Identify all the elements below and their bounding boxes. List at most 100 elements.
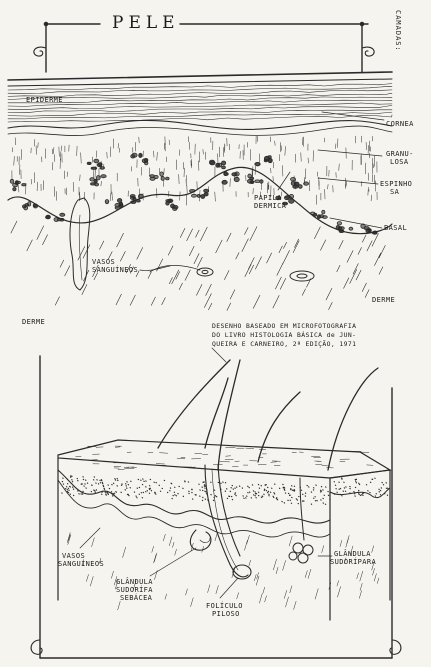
- basal-cell: [365, 228, 372, 234]
- basal-cell: [32, 203, 38, 208]
- basal-cell: [23, 205, 29, 211]
- basal-cell: [117, 198, 123, 203]
- label-foliculo-1: FOLÍCULO: [206, 602, 243, 610]
- basal-cell: [249, 180, 255, 185]
- label-derme-right: DERME: [372, 296, 396, 304]
- label-gland-sebacea-3: SEBÁCEA: [120, 594, 153, 602]
- basal-cell: [247, 173, 252, 179]
- caption-line-2: DO LIVRO HISTOLOGIA BÁSICA de JUN-: [212, 331, 357, 339]
- basal-cell: [104, 199, 110, 205]
- bottom-leader-lines: [79, 347, 333, 599]
- basal-cell: [114, 206, 121, 210]
- basal-cell: [288, 198, 295, 204]
- basal-cell: [373, 230, 378, 235]
- basal-cell: [159, 171, 164, 177]
- basal-cell-clusters: [9, 152, 378, 235]
- basal-cell: [9, 178, 15, 184]
- bottom-frame: [30, 355, 402, 659]
- basal-cell: [294, 181, 300, 187]
- label-espinhosa-1: ESPINHO: [380, 180, 413, 188]
- top-leader-lines: [139, 111, 385, 271]
- basal-cell: [338, 229, 345, 233]
- basal-cell: [15, 180, 21, 185]
- basal-cell: [217, 162, 222, 168]
- basal-cell: [172, 204, 179, 210]
- basal-cell: [290, 177, 296, 182]
- basal-cell: [21, 183, 27, 187]
- basal-cell: [254, 179, 261, 183]
- basal-cell: [160, 175, 165, 181]
- label-derme-left: DERME: [22, 318, 46, 326]
- basal-cell: [254, 162, 261, 167]
- basal-cell: [310, 211, 316, 215]
- basal-cell: [100, 174, 107, 179]
- basal-cell: [59, 217, 65, 222]
- basal-cell: [165, 176, 170, 181]
- basal-cell: [45, 214, 51, 220]
- basal-cell: [285, 195, 291, 199]
- label-gland-sudoripara-2: SUDORÍPARA: [330, 558, 377, 566]
- basal-cell: [97, 162, 103, 167]
- basal-cell: [259, 179, 264, 184]
- basal-cell: [190, 193, 197, 198]
- basal-cell: [130, 196, 136, 200]
- basal-cell: [316, 214, 322, 220]
- basal-cell: [149, 174, 155, 178]
- label-granulosa-2: LOSA: [390, 158, 409, 166]
- caption-line-1: DESENHO BASEADO EM MICROFOTOGRAFIA: [212, 322, 357, 330]
- basal-cell: [200, 194, 206, 199]
- basal-cell: [144, 160, 149, 166]
- basal-cell: [165, 199, 172, 203]
- layers-heading: CAMADAS:: [394, 10, 402, 52]
- basal-cell: [90, 182, 96, 186]
- basal-cell: [203, 188, 210, 193]
- basal-cell: [209, 159, 215, 164]
- label-gland-sudoripara-1: GLÂNDULA: [334, 550, 371, 558]
- sweat-gland: [288, 477, 314, 564]
- basal-cell: [297, 184, 303, 189]
- basal-cell: [203, 191, 209, 197]
- top-blood-vessels: [69, 197, 315, 291]
- label-vasos-top-2: SANGUÍNEOS: [92, 266, 139, 274]
- basal-cell: [336, 221, 342, 226]
- hair-follicle: [189, 464, 252, 580]
- basal-cell: [86, 161, 92, 165]
- label-granulosa-1: GRANU-: [386, 150, 414, 158]
- basal-cell: [221, 160, 227, 166]
- basal-cell: [136, 199, 141, 203]
- basal-cell: [93, 158, 100, 164]
- basal-cell: [337, 226, 343, 230]
- basal-cell: [96, 175, 101, 181]
- basal-cell: [223, 171, 228, 177]
- basal-cell: [231, 172, 238, 177]
- basal-cell: [59, 212, 66, 217]
- basal-cell: [263, 158, 268, 163]
- basal-cell: [12, 182, 19, 188]
- epidermis-layers: [7, 71, 393, 235]
- label-papila-2: DERMICA: [254, 202, 287, 210]
- basal-cell: [221, 165, 226, 170]
- label-foliculo-2: PILOSO: [212, 610, 240, 618]
- basal-cell: [348, 226, 354, 231]
- label-epiderme: EPIDERME: [26, 96, 63, 104]
- label-gland-sebacea-1: GLÂNDULA: [116, 578, 153, 586]
- label-papila-1: PAPILA: [254, 194, 282, 202]
- basal-cell: [233, 176, 240, 183]
- basal-cell: [99, 166, 105, 170]
- basal-cell: [221, 179, 228, 185]
- label-cornea: CORNEA: [386, 120, 414, 128]
- label-gland-sebacea-2: SUDORÍFA: [116, 586, 153, 594]
- basal-cell: [196, 193, 201, 198]
- basal-cell: [303, 181, 310, 186]
- hairs: [157, 359, 379, 471]
- caption-line-3: QUEIRA E CARNEIRO, 2ª EDIÇÃO, 1971: [212, 340, 357, 348]
- label-basal: BASAL: [384, 224, 408, 232]
- page-title: PELE: [112, 13, 180, 33]
- basal-cell: [131, 152, 138, 158]
- basal-cell: [275, 195, 282, 201]
- basal-cell: [321, 209, 326, 215]
- basal-cell: [137, 193, 144, 199]
- basal-cell: [90, 166, 98, 170]
